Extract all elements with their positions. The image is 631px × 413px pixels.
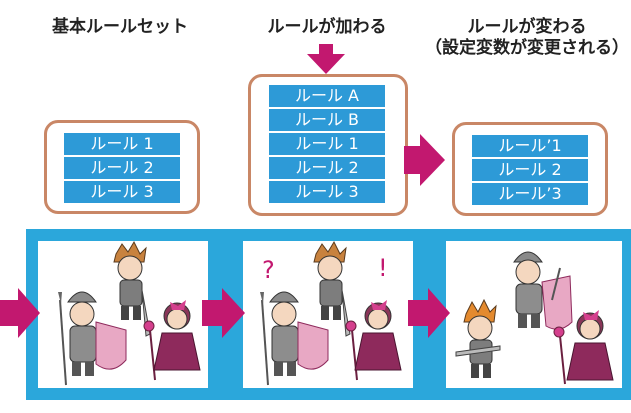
knight-character-icon [513,251,573,330]
boy-character-icon [113,240,151,337]
rule-item: ルール’3 [472,183,588,205]
heading-base-ruleset: 基本ルールセット [52,17,188,37]
knight-character-icon [260,291,329,386]
girl-character-icon [143,300,201,381]
boy-character-icon [455,298,501,378]
knight-character-icon [58,291,127,386]
right-arrow-icon [404,134,445,186]
rule-item: ルール’1 [472,135,588,157]
heading-rules-changed: ルールが変わる [467,17,587,37]
band-arrow-icon [408,288,450,338]
heading-rules-changed-note: （設定変数が変更される） [425,38,629,58]
added-ruleset-box: ルール A ルール B ルール 1 ルール 2 ルール 3 [248,74,408,216]
rule-item: ルール 2 [269,157,385,179]
changed-ruleset-box: ルール’1 ルール 2 ルール’3 [452,122,608,216]
rule-item: ルール 1 [269,133,385,155]
rule-item: ルール 3 [269,181,385,203]
rule-item: ルール 3 [64,181,180,203]
rule-item: ルール A [269,85,385,107]
rule-item: ルール 2 [472,159,588,181]
question-mark: ? [262,256,275,284]
down-arrow-icon [307,44,345,74]
boy-character-icon [313,240,351,337]
rule-item: ルール 2 [64,157,180,179]
exclamation-mark: ! [378,254,388,282]
band-arrow-icon [202,288,245,338]
girl-character-icon [345,300,402,381]
base-ruleset-box: ルール 1 ルール 2 ルール 3 [44,120,200,214]
girl-character-icon [553,310,614,385]
rule-item: ルール 1 [64,133,180,155]
heading-rules-added: ルールが加わる [267,17,387,37]
rule-item: ルール B [269,109,385,131]
band-arrow-icon [0,288,40,338]
